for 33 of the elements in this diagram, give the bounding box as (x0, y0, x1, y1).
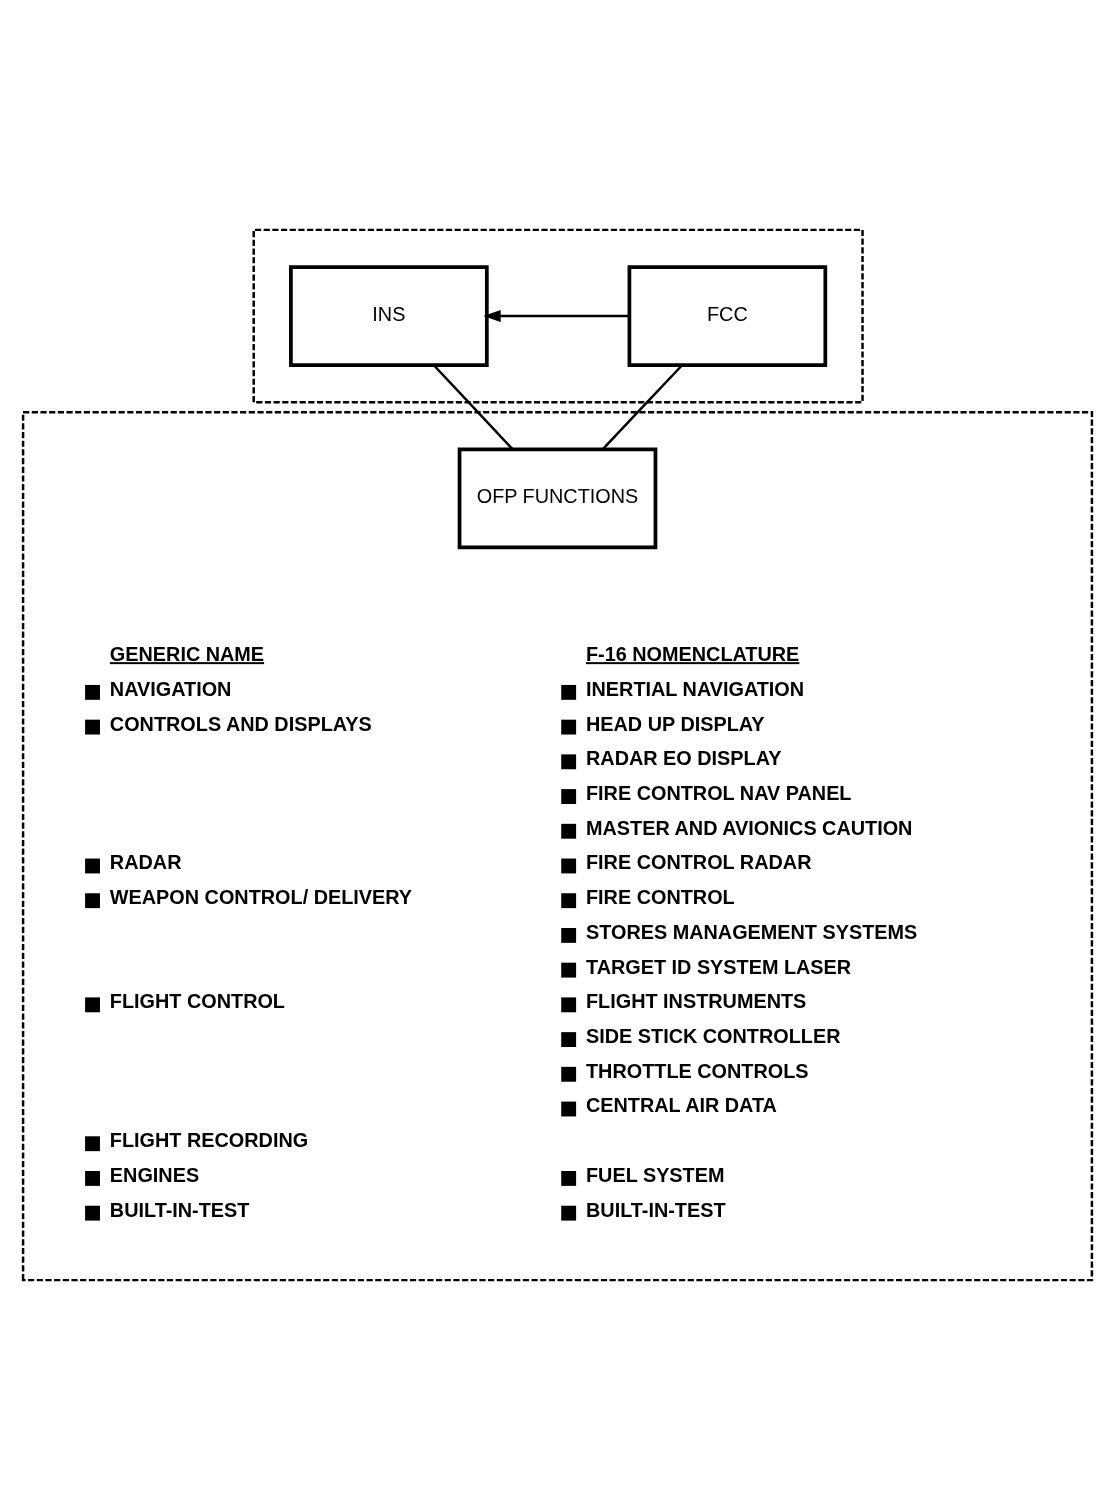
label: CENTRAL AIR DATA (586, 1094, 777, 1117)
label: F-16 NOMENCLATURE (586, 643, 800, 666)
label: FLIGHT INSTRUMENTS (586, 990, 807, 1013)
label: FLIGHT RECORDING (109, 1129, 309, 1152)
label: RADAR (109, 851, 182, 874)
label: FLIGHT CONTROL (109, 990, 285, 1013)
label: MASTER AND AVIONICS CAUTION (586, 816, 913, 839)
label: TARGET ID SYSTEM LASER (586, 955, 852, 978)
cluster (21, 410, 1094, 1282)
label: FIRE CONTROL NAV PANEL (586, 782, 852, 805)
label: RADAR EO DISPLAY (586, 747, 782, 770)
label: THROTTLE CONTROLS (586, 1059, 809, 1082)
connector (433, 364, 514, 450)
label: INERTIAL NAVIGATION (586, 677, 805, 700)
label: FUEL SYSTEM (586, 1163, 725, 1186)
node-box: FCC (627, 265, 828, 367)
label: NAVIGATION (109, 677, 232, 700)
label: FIRE CONTROL (586, 886, 735, 909)
connector (601, 364, 683, 450)
cluster (252, 228, 864, 404)
label: FIRE CONTROL RADAR (586, 851, 812, 874)
node-box: OFP FUNCTIONS (457, 447, 658, 550)
label: STORES MANAGEMENT SYSTEMS (586, 920, 918, 943)
node-box: INS (289, 265, 489, 367)
label: CONTROLS AND DISPLAYS (109, 712, 372, 735)
arrow (483, 309, 630, 323)
label: BUILT-IN-TEST (586, 1198, 726, 1221)
label: WEAPON CONTROL/ DELIVERY (109, 886, 413, 909)
label: HEAD UP DISPLAY (586, 712, 765, 735)
label: BUILT-IN-TEST (109, 1198, 250, 1221)
label: ENGINES (109, 1163, 200, 1186)
label: SIDE STICK CONTROLLER (586, 1025, 841, 1048)
label: GENERIC NAME (109, 643, 265, 666)
